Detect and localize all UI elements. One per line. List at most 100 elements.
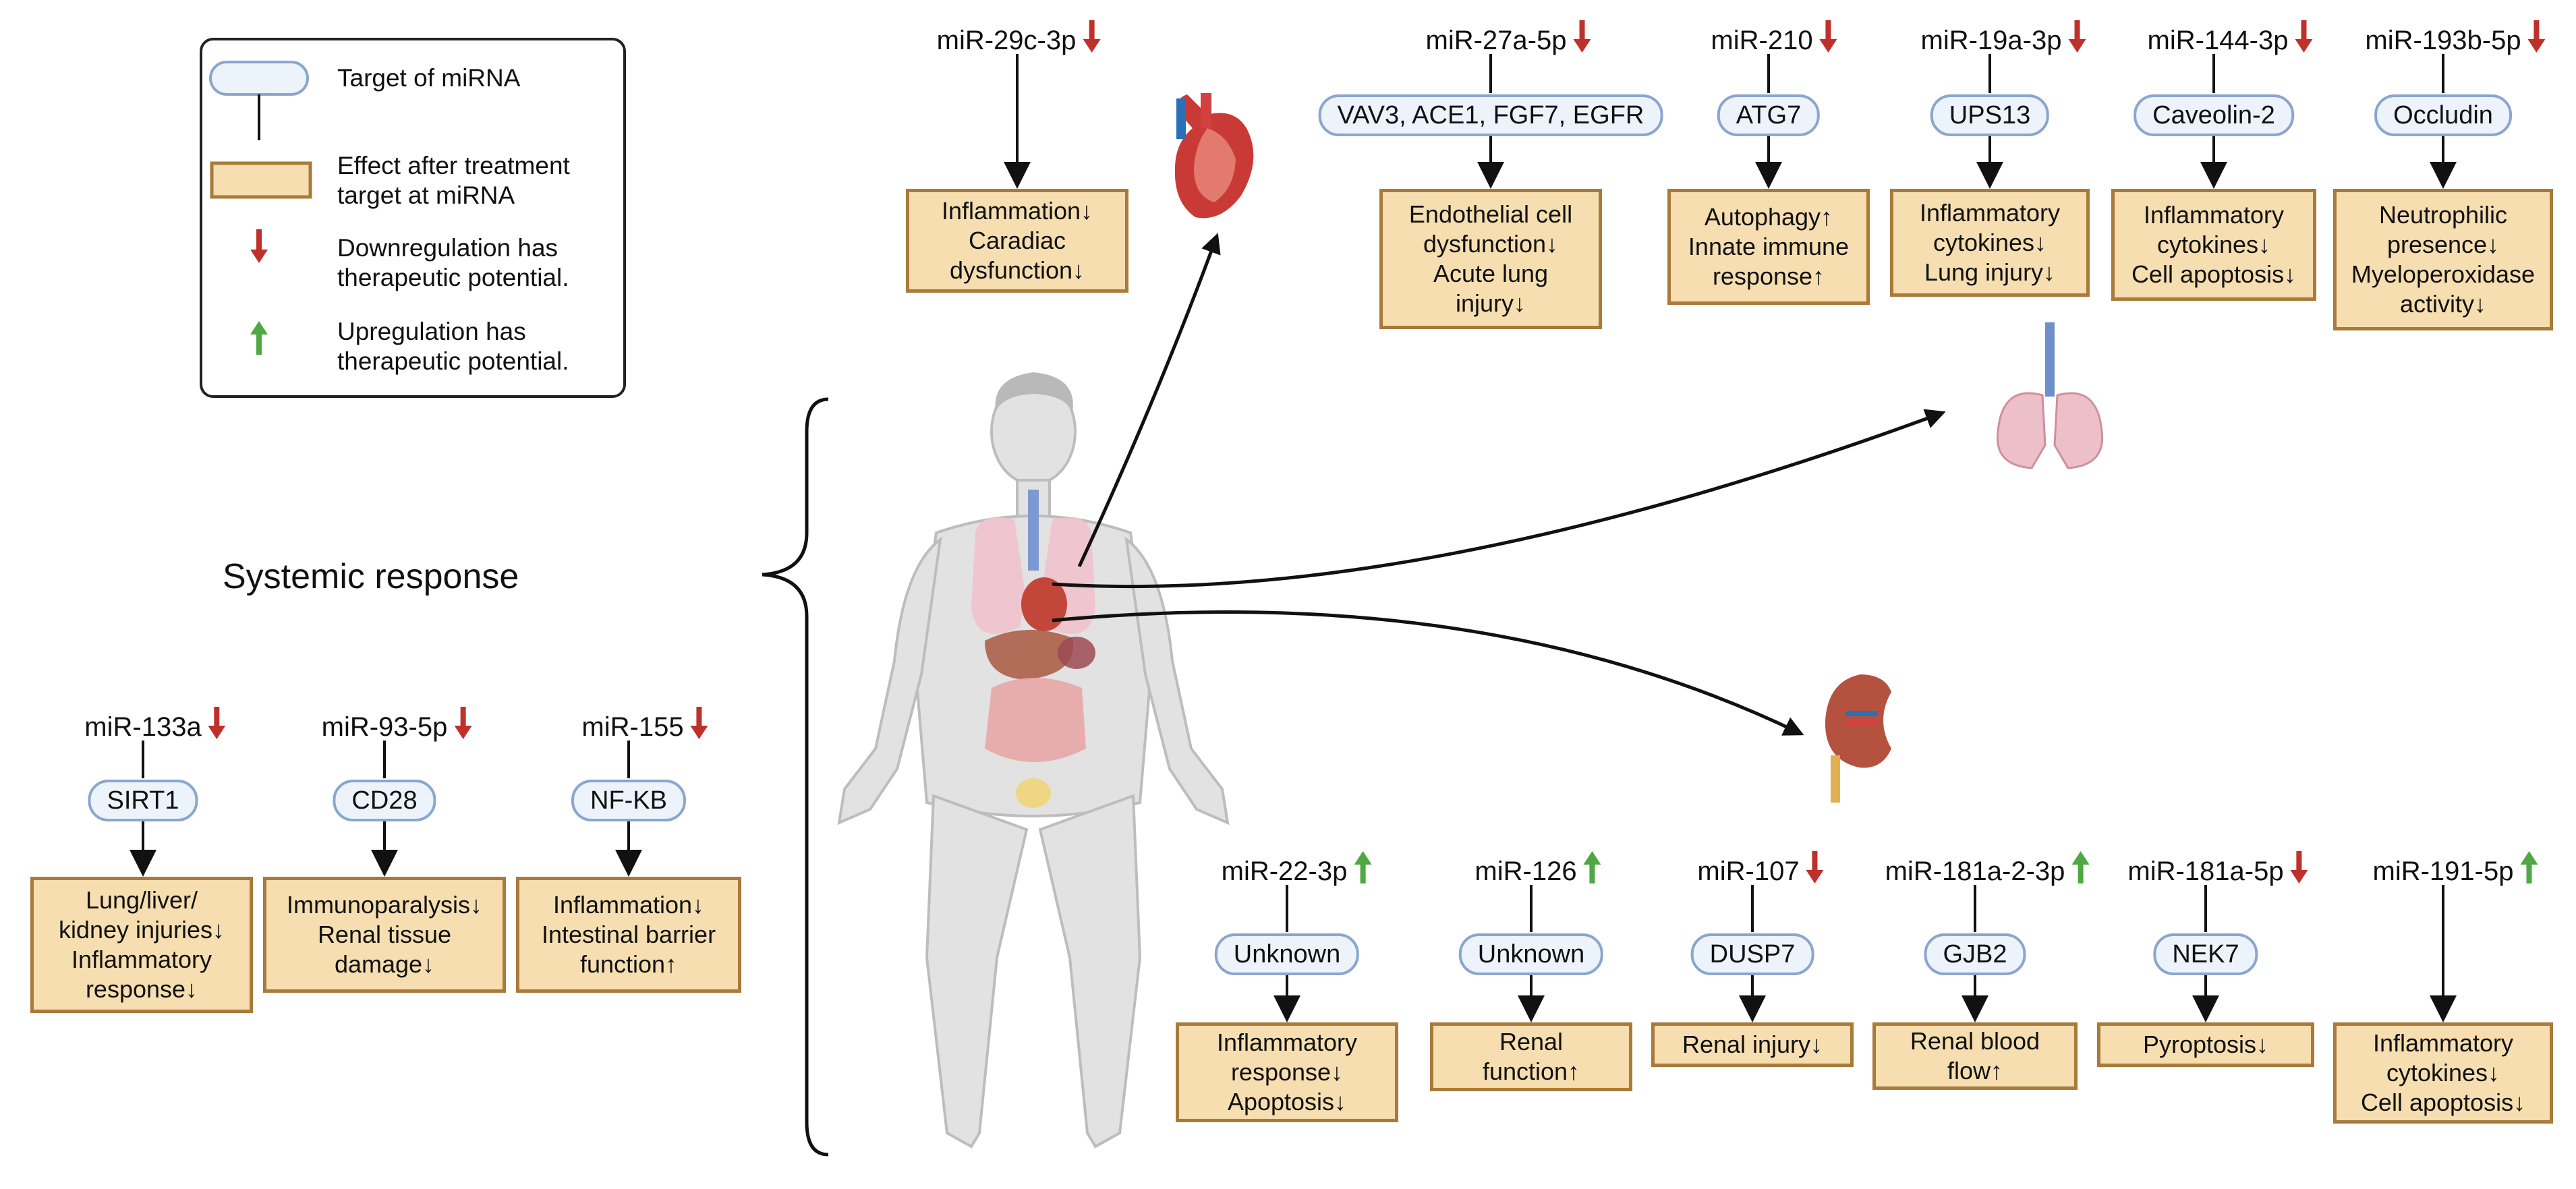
up-arrow-icon (2071, 851, 2090, 891)
down-arrow-icon (690, 707, 708, 747)
lung-effect-0: Endothelial cell dysfunction↓ Acute lung… (1379, 189, 1602, 329)
effect-text: Inflammatory cytokines↓ Cell apoptosis↓ (2360, 1029, 2526, 1116)
kidney-target-1: Unknown (1458, 933, 1604, 975)
down-arrow-icon (454, 707, 472, 747)
systemic-mirna-2: miR-155 (581, 707, 708, 747)
lung-target-3: Caveolin-2 (2134, 94, 2294, 136)
up-arrow-icon (2520, 851, 2538, 891)
effect-text: Endothelial cell dysfunction↓ Acute lung… (1408, 200, 1573, 317)
lung-effect-2: Inflammatory cytokines↓ Lung injury↓ (1890, 189, 2090, 297)
kidney-target-2: DUSP7 (1690, 933, 1814, 975)
mirna-label: miR-181a-2-3p (1885, 856, 2065, 886)
legend-up-label: Upregulation has therapeutic potential. (337, 318, 569, 375)
mirna-label: miR-133a (84, 712, 202, 742)
arrow-to-heart (1077, 233, 1221, 568)
up-arrow-icon (1354, 851, 1372, 891)
mirna-label: miR-193b-5p (2365, 25, 2521, 55)
heart-mirna: miR-29c-3p (937, 20, 1101, 60)
human-body-illustration (837, 372, 1230, 1149)
heart-illustration (1174, 93, 1254, 219)
lung-mirna-0: miR-27a-5p (1426, 20, 1591, 60)
mirna-label: miR-191-5p (2372, 856, 2514, 886)
down-arrow-icon (2290, 851, 2308, 891)
legend-down-label: Downregulation has therapeutic potential… (337, 234, 569, 291)
lung-effect-3: Inflammatory cytokines↓ Cell apoptosis↓ (2111, 189, 2316, 301)
legend-target-swatch (209, 61, 309, 96)
mirna-label: miR-27a-5p (1425, 25, 1567, 55)
legend-up-arrow-icon (250, 321, 268, 355)
kidney-effect-5: Inflammatory cytokines↓ Cell apoptosis↓ (2333, 1022, 2553, 1124)
lung-mirna-2: miR-19a-3p (1921, 20, 2086, 60)
lung-target-2: UPS13 (1930, 94, 2050, 136)
mirna-label: miR-93-5p (321, 712, 448, 742)
systemic-target-0: SIRT1 (88, 780, 198, 821)
arrow-to-lungs (1052, 409, 1946, 589)
kidney-effect-3: Renal blood flow↑ (1872, 1022, 2078, 1090)
lung-effect-1: Autophagy↑ Innate immune response↑ (1667, 189, 1870, 305)
kidney-mirna-1: miR-126 (1475, 851, 1601, 891)
kidney-target-3: GJB2 (1924, 933, 2026, 975)
lung-effect-4: Neutrophilic presence↓ Myeloperoxidase a… (2333, 189, 2553, 330)
kidney-effect-4: Pyroptosis↓ (2097, 1022, 2314, 1067)
systemic-target-1: CD28 (333, 780, 436, 821)
kidney-mirna-3: miR-181a-2-3p (1885, 851, 2090, 891)
legend-down-arrow-icon (250, 229, 268, 263)
mirna-label: miR-107 (1697, 856, 1800, 886)
systemic-effect-2: Inflammation↓ Intestinal barrier functio… (516, 877, 741, 993)
effect-text: Renal blood flow↑ (1910, 1027, 2040, 1084)
systemic-mirna-0: miR-133a (84, 707, 226, 747)
effect-text: Inflammation↓ Caradiac dysfunction↓ (941, 197, 1093, 284)
lung-mirna-1: miR-210 (1711, 20, 1837, 60)
systemic-effect-0: Lung/liver/ kidney injuries↓ Inflammator… (30, 877, 253, 1013)
effect-text: Autophagy↑ Innate immune response↑ (1688, 203, 1850, 290)
down-arrow-icon (2295, 20, 2313, 60)
kidney-mirna-5: miR-191-5p (2373, 851, 2538, 891)
effect-text: Immunoparalysis↓ Renal tissue damage↓ (286, 891, 483, 978)
lungs-illustration (1996, 322, 2104, 469)
lung-mirna-4: miR-193b-5p (2365, 20, 2546, 60)
systemic-effect-1: Immunoparalysis↓ Renal tissue damage↓ (263, 877, 506, 993)
effect-text: Lung/liver/ kidney injuries↓ Inflammator… (58, 886, 225, 1003)
down-arrow-icon (208, 707, 226, 747)
mirna-label: miR-22-3p (1221, 856, 1348, 886)
kidney-mirna-0: miR-22-3p (1222, 851, 1372, 891)
up-arrow-icon (1583, 851, 1601, 891)
kidney-effect-1: Renal function↑ (1430, 1022, 1632, 1091)
down-arrow-icon (1819, 20, 1837, 60)
down-arrow-icon (1806, 851, 1824, 891)
arrow-to-kidney (1052, 610, 1804, 736)
down-arrow-icon (1573, 20, 1591, 60)
mirna-label: miR-29c-3p (936, 25, 1077, 55)
mirna-label: miR-144-3p (2147, 25, 2289, 55)
kidney-target-4: NEK7 (2153, 933, 2258, 975)
effect-text: Renal injury↓ (1682, 1031, 1823, 1058)
down-arrow-icon (2527, 20, 2546, 60)
effect-text: Inflammatory cytokines↓ Lung injury↓ (1919, 199, 2061, 286)
systemic-target-2: NF-KB (571, 780, 686, 821)
lung-mirna-3: miR-144-3p (2148, 20, 2313, 60)
effect-text: Inflammatory cytokines↓ Cell apoptosis↓ (2131, 201, 2297, 288)
legend-box (200, 38, 626, 398)
effect-text: Renal function↑ (1482, 1028, 1580, 1085)
mirna-label: miR-126 (1475, 856, 1577, 886)
systemic-response-label: Systemic response (223, 557, 519, 596)
heart-effect: Inflammation↓ Caradiac dysfunction↓ (906, 189, 1128, 293)
pathway-connectors (130, 54, 2457, 1022)
legend-effect-swatch (210, 161, 312, 199)
down-arrow-icon (1083, 20, 1101, 60)
effect-text: Inflammatory response↓ Apoptosis↓ (1216, 1028, 1358, 1115)
lung-target-0: VAV3, ACE1, FGF7, EGFR (1318, 94, 1663, 136)
systemic-mirna-1: miR-93-5p (322, 707, 472, 747)
kidney-mirna-4: miR-181a-5p (2127, 851, 2308, 891)
kidney-target-0: Unknown (1214, 933, 1360, 975)
mirna-label: miR-210 (1711, 25, 1813, 55)
systemic-brace (762, 397, 829, 1157)
effect-text: Pyroptosis↓ (2142, 1031, 2269, 1058)
mirna-label: miR-155 (581, 712, 684, 742)
legend-target-label: Target of miRNA (337, 64, 521, 92)
kidney-mirna-2: miR-107 (1697, 851, 1824, 891)
kidney-effect-2: Renal injury↓ (1651, 1022, 1854, 1067)
effect-text: Neutrophilic presence↓ Myeloperoxidase a… (2351, 201, 2536, 318)
